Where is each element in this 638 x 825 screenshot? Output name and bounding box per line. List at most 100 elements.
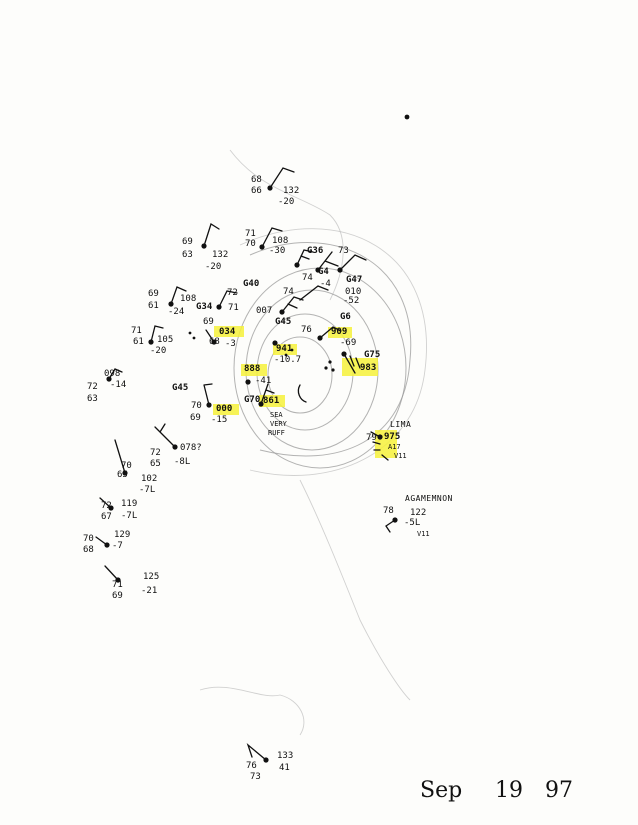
weather-dot [284, 353, 288, 357]
station-dot [263, 757, 269, 763]
station-pressure: 129 [114, 530, 131, 540]
station-pressure: 983 [360, 363, 377, 373]
station-dots [104, 114, 410, 763]
station-tendency: -3 [225, 339, 236, 349]
date-month: Sep [420, 778, 463, 803]
station-remark: SEA [270, 411, 283, 419]
station-temp: 78 [383, 506, 394, 516]
station-tendency: -4 [320, 279, 331, 289]
station-temp: 69 [203, 317, 214, 327]
station-temp: 74 [302, 273, 313, 283]
station-pressure: 861 [263, 396, 280, 406]
station-dot [201, 243, 207, 249]
station-pressure: 098 [104, 369, 121, 379]
weather-dot [290, 348, 294, 352]
wind-barb [260, 383, 275, 405]
station-temp: 70 [83, 534, 94, 544]
wind-barb [261, 227, 283, 248]
station-tendency: -20 [150, 346, 167, 356]
station-dewpoint: 61 [133, 337, 144, 347]
weather-dot [328, 360, 332, 364]
station-temp: 76 [301, 325, 312, 335]
station-pressure: 105 [157, 335, 174, 345]
station-pressure: 119 [121, 499, 138, 509]
station-remark: VERY [270, 420, 287, 428]
highlight-909 [328, 327, 352, 338]
station-temp: 79 [366, 433, 377, 443]
wind-barb [203, 383, 213, 406]
highlight-888 [241, 364, 267, 376]
station-pressure: 108 [180, 294, 197, 304]
station-dot [206, 402, 212, 408]
station-dot [115, 577, 121, 583]
station-dewpoint: 63 [87, 394, 98, 404]
station-gust: G40 [243, 279, 260, 289]
station-gust: G34 [196, 302, 213, 312]
station-tendency: -10.7 [274, 355, 302, 365]
station-pressure: 000 [216, 404, 233, 414]
station-dewpoint: 68 [209, 337, 220, 347]
station-pressure: 125 [143, 572, 160, 582]
station-temp: 72 [150, 448, 161, 458]
station-dewpoint: 69 [112, 591, 123, 601]
station-tendency: -8L [174, 457, 191, 467]
station-dot [272, 340, 278, 346]
station-remark: RUFF [268, 429, 285, 437]
station-dewpoint: 67 [101, 512, 112, 522]
station-tendency: -7L [139, 485, 156, 495]
station-pressure: 975 [384, 432, 401, 442]
station-dot [216, 304, 222, 310]
station-pressure: 078? [180, 443, 202, 453]
station-pressure: 108 [272, 236, 289, 246]
station-dot [258, 401, 264, 407]
highlights [213, 326, 397, 458]
station-dewpoint: 73 [250, 772, 261, 782]
wind-barbs [95, 167, 396, 761]
wind-barb [343, 353, 361, 374]
wind-barb [218, 290, 238, 308]
wind-barb [203, 223, 220, 247]
wind-barb [108, 368, 123, 380]
coastline [199, 686, 305, 736]
station-tendency: 41 [279, 763, 290, 773]
station-pressure: 102 [141, 474, 158, 484]
station-temp: 76 [246, 761, 257, 771]
highlight-941 [273, 344, 297, 355]
station-tendency: -7 [112, 541, 123, 551]
station-temp: 72 [101, 501, 112, 511]
station-dot [108, 505, 114, 511]
station-dot [267, 185, 273, 191]
wind-barb [317, 251, 339, 271]
station-dewpoint: 66 [251, 186, 262, 196]
station-tendency: -69 [340, 338, 357, 348]
wind-barb [299, 285, 329, 301]
weather-dot [331, 368, 335, 372]
station-temp: 72 [227, 288, 238, 298]
wind-barb [114, 439, 126, 474]
wind-barb [296, 249, 314, 266]
station-tendency: -7L [121, 511, 138, 521]
station-dot [341, 351, 347, 357]
station-temp: 71 [112, 580, 123, 590]
station-dewpoint: 65 [150, 459, 161, 469]
station-tendency: -52 [343, 296, 360, 306]
date-day: 19 [495, 778, 523, 803]
station-dewpoint: 63 [182, 250, 193, 260]
highlight-034 [214, 326, 244, 337]
station-pressure: 034 [219, 327, 236, 337]
station-pressure: 132 [212, 250, 229, 260]
station-tendency: -41 [255, 376, 272, 386]
station-gust: G36 [307, 246, 324, 256]
wind-barb [104, 565, 119, 581]
station-visibility: V11 [394, 452, 407, 460]
coastline [229, 149, 344, 301]
wind-barb [385, 519, 396, 533]
wind-barb [150, 325, 164, 343]
date-year: 97 [545, 778, 573, 803]
station-pressure: 010 [345, 287, 362, 297]
station-dot [377, 434, 383, 440]
station-gust: G6 [340, 312, 351, 322]
station-dewpoint: 71 [228, 303, 239, 313]
station-temp: 69 [148, 289, 159, 299]
